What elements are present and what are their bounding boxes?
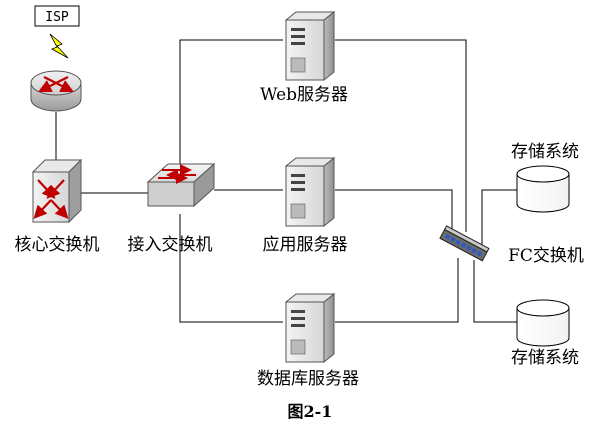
storage-bottom-label: 存储系统 — [511, 348, 579, 368]
figure-caption: 图2-1 — [288, 402, 333, 421]
link-access-web — [179, 39, 283, 174]
isp-node: ISP — [34, 5, 80, 27]
app-server-label: 应用服务器 — [263, 235, 348, 255]
db-server-label: 数据库服务器 — [257, 369, 359, 389]
fc-switch-label: FC交换机 — [508, 246, 584, 266]
core-switch-label: 核心交换机 — [15, 235, 100, 255]
lightning-icon — [49, 33, 69, 59]
storage-top-icon — [516, 165, 570, 213]
router-icon — [30, 70, 82, 112]
link-db-fc — [335, 258, 459, 323]
isp-box — [34, 5, 80, 27]
isp-label: ISP — [45, 10, 69, 25]
access-switch-icon — [146, 162, 216, 208]
link-web-fc — [335, 39, 467, 232]
fc-switch-icon — [439, 225, 490, 262]
web-server-icon — [284, 10, 336, 82]
app-server-icon — [284, 156, 336, 228]
storage-top-label: 存储系统 — [511, 142, 579, 162]
link-fc-storage-top — [481, 189, 517, 248]
link-fc-storage-bottom — [473, 260, 517, 323]
db-server-icon — [284, 292, 336, 364]
link-app-fc — [335, 189, 453, 230]
web-server-label: Web服务器 — [260, 85, 348, 105]
connection-lines — [55, 39, 517, 323]
core-switch-icon — [31, 158, 83, 224]
link-access-db — [179, 214, 283, 323]
storage-bottom-icon — [516, 299, 570, 347]
access-switch-label: 接入交换机 — [128, 235, 213, 255]
